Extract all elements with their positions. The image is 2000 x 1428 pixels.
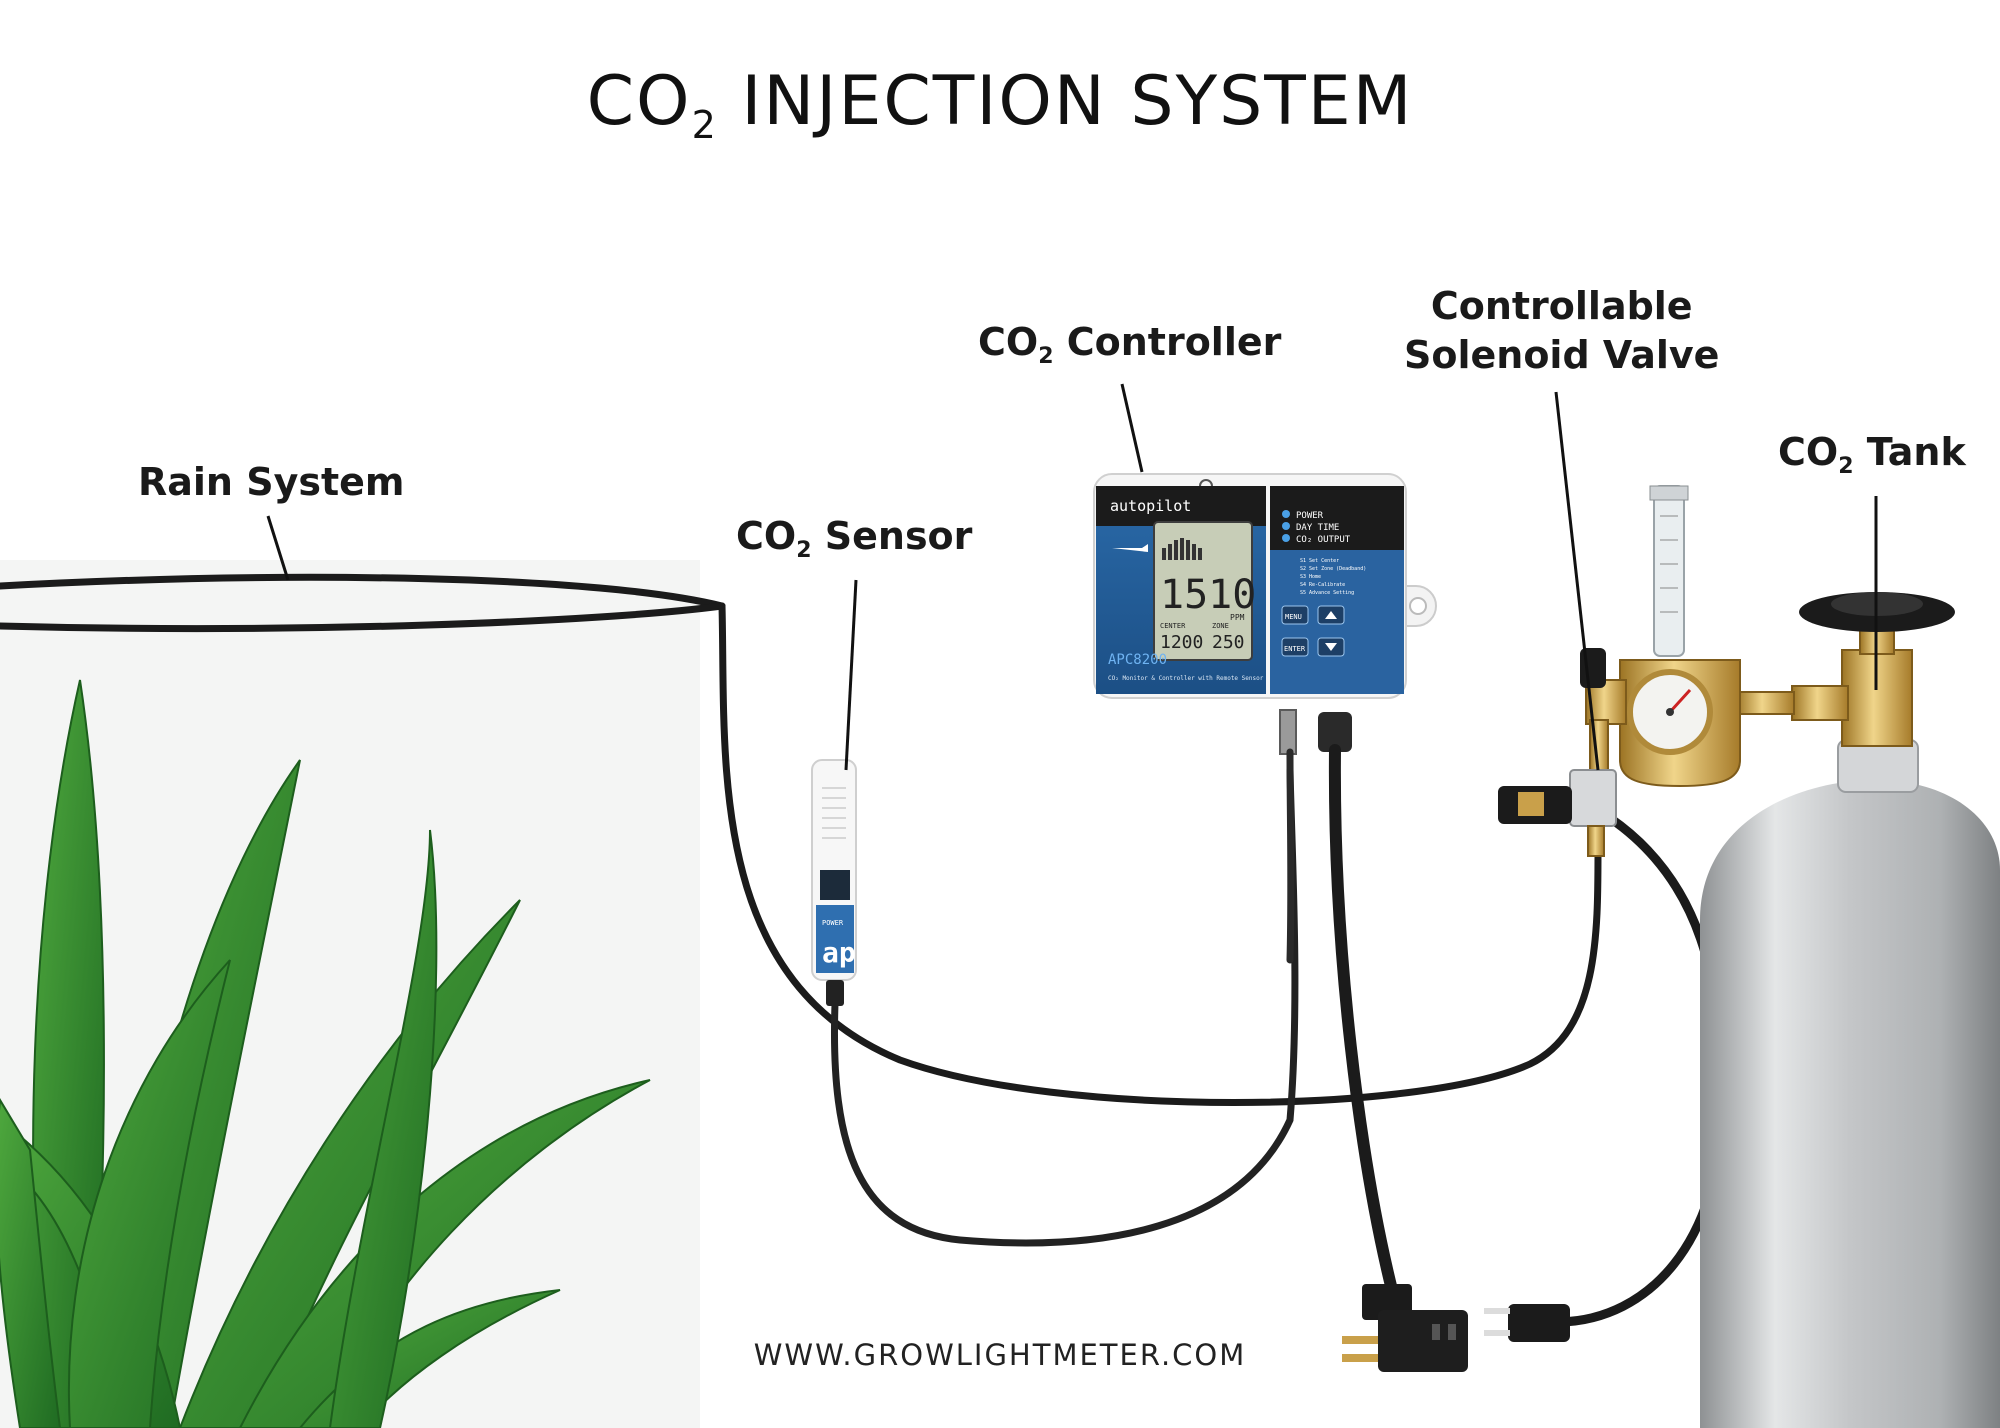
sensor-cable	[831, 766, 1299, 1247]
valve-power-cable	[1555, 813, 1727, 1327]
up-arrow-icon	[1325, 611, 1337, 619]
antenna-icon	[1199, 479, 1213, 487]
valve-plug	[1484, 1304, 1570, 1342]
flow-meter-tube	[1653, 485, 1685, 657]
sensor-logo: ap	[822, 936, 856, 969]
power-port	[1318, 712, 1352, 752]
sensor-link-cable	[1286, 748, 1295, 964]
leader-rain-system	[266, 515, 290, 581]
outlet-adapter	[1342, 1284, 1468, 1372]
svg-text:MENU: MENU	[1285, 613, 1302, 621]
controller-subtitle: CO₂ Monitor & Controller with Remote Sen…	[1108, 675, 1264, 682]
indicator-power: POWER	[1296, 511, 1324, 521]
label-co2-tank: CO2 Tank	[1778, 430, 1966, 479]
regulator	[1580, 485, 1849, 788]
menu-item-s5: S5 Advance Setting	[1300, 590, 1354, 596]
plant	[0, 679, 651, 1428]
controller-brand: autopilot	[1110, 497, 1191, 515]
leader-co2-sensor	[844, 579, 858, 771]
controller-zone-value: 250	[1212, 632, 1245, 653]
down-arrow-button[interactable]	[1317, 637, 1345, 657]
indicator-co2-output: CO₂ OUTPUT	[1296, 535, 1351, 545]
controller-zone-label: ZONE	[1212, 622, 1229, 630]
co2-output-led-icon	[1282, 534, 1290, 542]
rain-system-tube	[0, 573, 1602, 1106]
label-rain-system: Rain System	[138, 460, 405, 504]
svg-text:ENTER: ENTER	[1284, 645, 1306, 653]
controller-reading: 1510	[1160, 572, 1256, 618]
sensor-display	[820, 870, 850, 900]
page-title: CO2 INJECTION SYSTEM	[586, 62, 1414, 147]
plane-icon	[1112, 544, 1148, 552]
menu-item-s1: S1 Set Center	[1300, 558, 1339, 564]
down-arrow-icon	[1325, 643, 1337, 651]
sensor-accent-panel	[816, 905, 854, 973]
menu-item-s2: S2 Set Zone (Deadband)	[1300, 566, 1366, 572]
leader-lines	[266, 383, 1878, 771]
co2-controller: autopilot 1510 PPM CENTER 1200 ZONE 250 …	[1093, 473, 1437, 755]
up-arrow-button[interactable]	[1317, 605, 1345, 625]
solenoid-valve	[1498, 769, 1617, 857]
controller-center-label: CENTER	[1160, 622, 1186, 630]
menu-item-s4: S4 Re-Calibrate	[1300, 582, 1345, 588]
indicator-day-time: DAY TIME	[1296, 523, 1339, 533]
controller-lcd	[1153, 521, 1253, 661]
gauge-needle	[1668, 688, 1692, 714]
controller-power-cable	[1328, 744, 1398, 1296]
controller-center-value: 1200	[1160, 632, 1203, 653]
sensor-power-label: POWER	[822, 919, 844, 927]
enter-button[interactable]: ENTER	[1281, 637, 1309, 657]
label-co2-controller: CO2 Controller	[978, 320, 1282, 369]
power-led-icon	[1282, 510, 1290, 518]
menu-button[interactable]: MENU	[1281, 605, 1309, 625]
controller-reading-unit: PPM	[1230, 613, 1245, 622]
sensor-port	[1279, 709, 1297, 755]
leader-solenoid-valve	[1554, 391, 1600, 771]
menu-item-s3: S3 Home	[1300, 574, 1321, 580]
day-time-led-icon	[1282, 522, 1290, 530]
label-co2-sensor: CO2 Sensor	[736, 514, 973, 563]
co2-sensor: POWER ap	[811, 759, 857, 1006]
footer-url: WWW.GROWLIGHTMETER.COM	[753, 1338, 1247, 1372]
leader-co2-controller	[1120, 383, 1144, 473]
co2-tank	[1700, 592, 2000, 1428]
controller-model: APC8200	[1108, 652, 1167, 668]
